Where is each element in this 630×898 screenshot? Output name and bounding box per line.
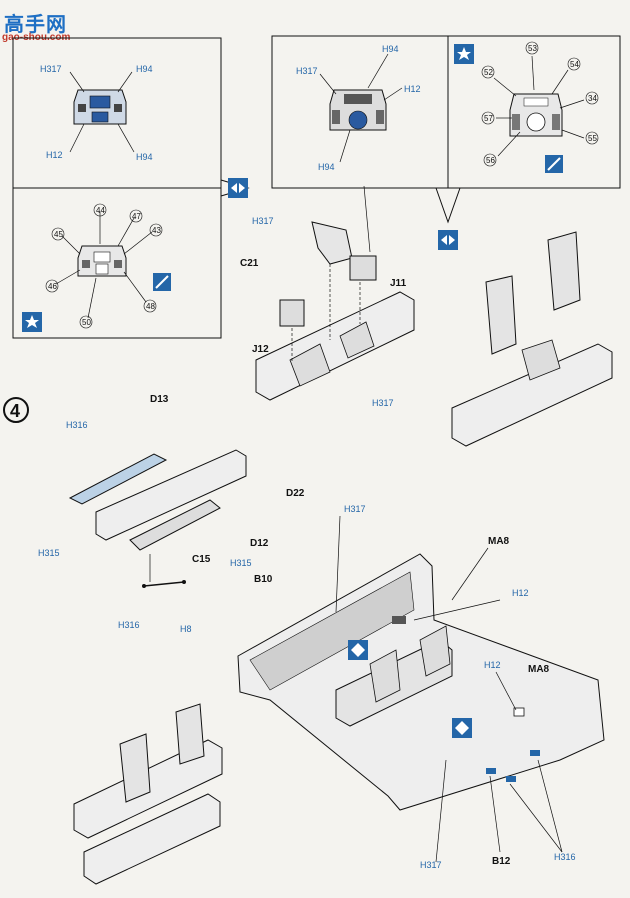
callout-h94-mid: H94 bbox=[382, 44, 399, 54]
callout-h316-b: H316 bbox=[118, 620, 140, 630]
callout-54: 54 bbox=[570, 60, 579, 69]
instrument-panel-view1 bbox=[73, 89, 127, 125]
callout-h8: H8 bbox=[180, 624, 192, 634]
instrument-panel-right bbox=[509, 93, 563, 137]
callout-h94-b: H94 bbox=[136, 152, 153, 162]
callout-h12-b: H12 bbox=[484, 660, 501, 670]
label-b10: B10 bbox=[254, 574, 273, 585]
label-j11: J11 bbox=[390, 278, 407, 289]
label-d12: D12 bbox=[250, 538, 269, 549]
star-icon bbox=[22, 312, 42, 332]
label-ma8-top: MA8 bbox=[488, 536, 510, 547]
callout-h12: H12 bbox=[46, 150, 63, 160]
assembled-cockpit-right bbox=[451, 231, 613, 447]
callout-h94-mid-b: H94 bbox=[318, 162, 335, 172]
instrument-panel-view2 bbox=[77, 245, 127, 277]
callout-h317-tub: H317 bbox=[372, 398, 394, 408]
callout-h12-mid: H12 bbox=[404, 84, 421, 94]
callout-44: 44 bbox=[96, 206, 105, 215]
callout-43: 43 bbox=[152, 226, 161, 235]
callout-50: 50 bbox=[82, 318, 91, 327]
callout-34: 34 bbox=[588, 94, 597, 103]
swap-arrows-icon bbox=[228, 178, 248, 198]
label-b12: B12 bbox=[492, 856, 511, 867]
cockpit-tub bbox=[255, 185, 415, 401]
callout-h316-c: H316 bbox=[554, 852, 576, 862]
fuselage-half bbox=[237, 515, 605, 863]
seat-rails bbox=[68, 449, 247, 588]
callout-h317-bot: H317 bbox=[420, 860, 442, 870]
callout-h317-c21: H317 bbox=[252, 216, 274, 226]
callout-h12-a: H12 bbox=[512, 588, 529, 598]
callout-48: 48 bbox=[146, 302, 155, 311]
label-ma8-bot: MA8 bbox=[528, 664, 550, 675]
label-d13: D13 bbox=[150, 394, 169, 405]
callout-57: 57 bbox=[484, 114, 493, 123]
callout-h317-mid: H317 bbox=[296, 66, 318, 76]
label-c15: C15 bbox=[192, 554, 211, 565]
diamond-icon bbox=[348, 640, 368, 660]
callout-56: 56 bbox=[486, 156, 495, 165]
panel-left: H317 H94 H12 H94 44 47 43 45 46 48 50 bbox=[12, 37, 250, 339]
star-icon bbox=[454, 44, 474, 64]
callout-h315-b: H315 bbox=[230, 558, 252, 568]
callout-53: 53 bbox=[528, 44, 537, 53]
watermark-title: 高手网 bbox=[4, 12, 67, 36]
decal-icon bbox=[545, 155, 563, 173]
callout-h316-a: H316 bbox=[66, 420, 88, 430]
label-j12: J12 bbox=[252, 344, 269, 355]
callout-h315-a: H315 bbox=[38, 548, 60, 558]
assembled-rails-left bbox=[73, 703, 223, 885]
callout-52: 52 bbox=[484, 68, 493, 77]
label-c21: C21 bbox=[240, 258, 259, 269]
panel-mid: H317 H94 H12 H94 53 52 54 34 57 55 56 bbox=[271, 35, 621, 189]
callout-h317: H317 bbox=[40, 64, 62, 74]
callout-55: 55 bbox=[588, 134, 597, 143]
step-number: 4 bbox=[3, 397, 29, 423]
callout-45: 45 bbox=[54, 230, 63, 239]
swap-arrows-icon bbox=[438, 230, 458, 250]
diamond-icon bbox=[452, 718, 472, 738]
step-number-text: 4 bbox=[10, 401, 20, 421]
label-d22: D22 bbox=[286, 488, 305, 499]
callout-h94: H94 bbox=[136, 64, 153, 74]
callout-47: 47 bbox=[132, 212, 141, 221]
callout-h317-fus: H317 bbox=[344, 504, 366, 514]
callout-46: 46 bbox=[48, 282, 57, 291]
decal-icon bbox=[153, 273, 171, 291]
instrument-panel-mid bbox=[329, 89, 387, 131]
